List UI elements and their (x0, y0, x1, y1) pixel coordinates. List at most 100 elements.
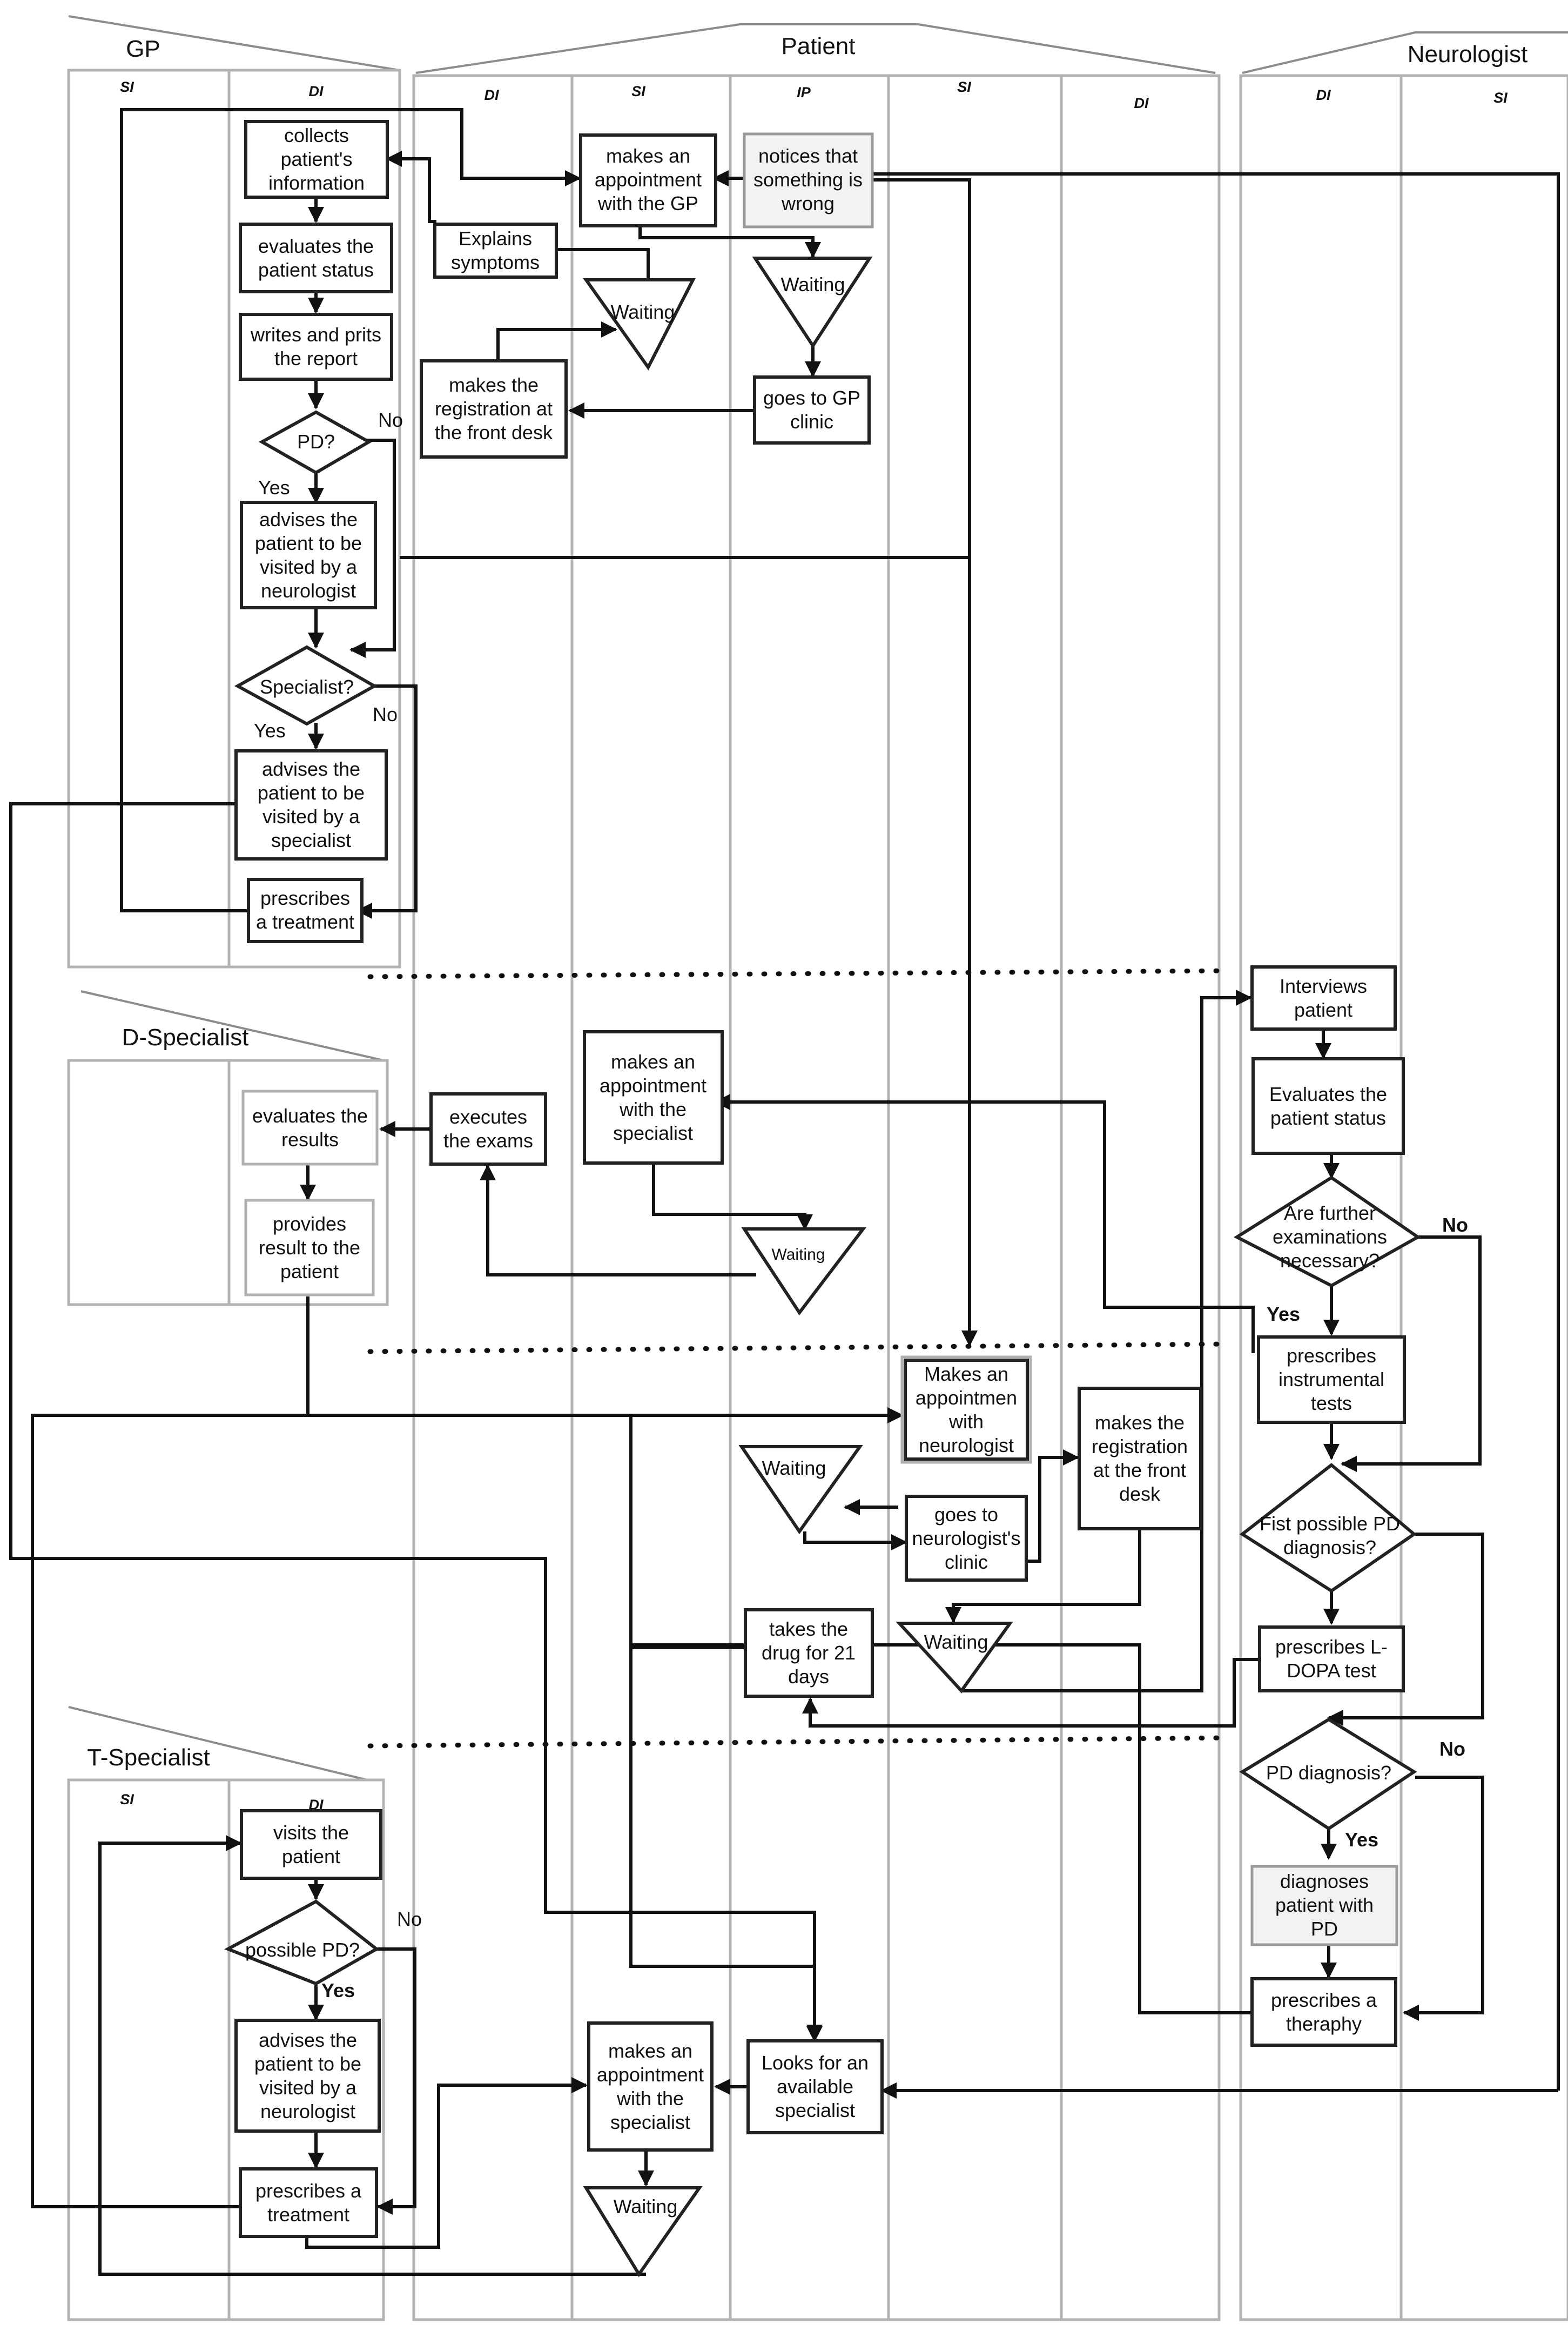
pt-waiting-ip: Waiting (752, 257, 873, 349)
node-label: PD diagnosis? (1266, 1762, 1391, 1784)
neurologist-pool-title: Neurologist (1408, 41, 1528, 68)
node-label-line: Are further (1284, 1202, 1376, 1224)
ts-pd-no-label: No (397, 1908, 422, 1930)
node-label-line: examinations (1273, 1226, 1387, 1248)
node-label-line: advises the (262, 758, 360, 780)
node-label-line: Specialist? (260, 676, 354, 698)
patient-pool-title: Patient (782, 33, 856, 59)
node-label: Specialist? (260, 676, 354, 698)
node-label-line: the exams (443, 1130, 533, 1152)
node-label-line: the front desk (435, 421, 553, 444)
node-label-line: neurologist's (912, 1527, 1021, 1549)
node-label-line: PD (1311, 1918, 1338, 1940)
node-label-line: necessary? (1280, 1249, 1379, 1272)
node-label-line: patient's (281, 148, 353, 170)
node-label-line: prescribes (1287, 1345, 1376, 1367)
node-label-line: information (268, 172, 365, 194)
node-label-line: drug for 21 (762, 1642, 856, 1664)
node-label-line: tests (1311, 1392, 1352, 1414)
node-label-line: goes to GP (763, 387, 860, 409)
node-label-line: makes an (606, 145, 690, 167)
node-label-line: specialist (613, 1122, 693, 1144)
pt-waiting-registration: Waiting (896, 1622, 1013, 1694)
node-label-line: patient (280, 1260, 339, 1282)
ne-prescribes-ldopa[interactable]: prescribes L-DOPA test (1258, 1625, 1405, 1692)
ts-possible-pd-decision[interactable]: possible PD? (224, 1899, 380, 1986)
node-label-line: treatment (267, 2203, 349, 2226)
node-label-line: wrong (781, 192, 835, 214)
svg-text:DI: DI (1134, 95, 1149, 111)
node-label-line: goes to (934, 1503, 998, 1526)
node-label-line: Makes an (924, 1363, 1008, 1385)
gp-pd-decision[interactable]: PD? (258, 410, 373, 475)
t-specialist-pool-title: T-Specialist (87, 1744, 210, 1771)
pt-waiting-exams: Waiting (741, 1227, 867, 1316)
node-label-line: PD? (297, 431, 335, 453)
ne-further-yes-label: Yes (1267, 1303, 1300, 1325)
t-specialist-pool-header: T-Specialist (68, 1706, 368, 1781)
node-label-line: neurologist (919, 1434, 1014, 1456)
neurologist-lanes: DI SI (1239, 74, 1568, 2321)
node-label-line: evaluates the (258, 235, 374, 257)
svg-text:DI: DI (1316, 87, 1331, 103)
node-label-line: appointmen (916, 1387, 1017, 1409)
node-label: PD? (297, 431, 335, 453)
gp-spec-yes-label: Yes (254, 720, 286, 742)
node-label-line: patient (282, 1845, 340, 1867)
node-label-line: with the GP (597, 192, 698, 214)
node-label: Waiting (772, 1246, 825, 1264)
ne-pd-diagnosis-decision[interactable]: PD diagnosis? (1239, 1717, 1417, 1831)
node-label-line: clinic (945, 1551, 988, 1573)
node-label-line: result to the (259, 1237, 360, 1259)
gp-specialist-decision[interactable]: Specialist? (234, 645, 378, 726)
ts-pd-yes-label: Yes (321, 1979, 355, 2001)
node-label: Waiting (762, 1457, 826, 1479)
node-label-line: patient status (1270, 1107, 1386, 1129)
node-label-line: the report (274, 347, 358, 369)
gp-pool-header: GP (68, 15, 400, 71)
svg-text:SI: SI (1493, 90, 1508, 106)
svg-text:SI: SI (120, 79, 134, 95)
node-label-line: specialist (271, 829, 351, 851)
